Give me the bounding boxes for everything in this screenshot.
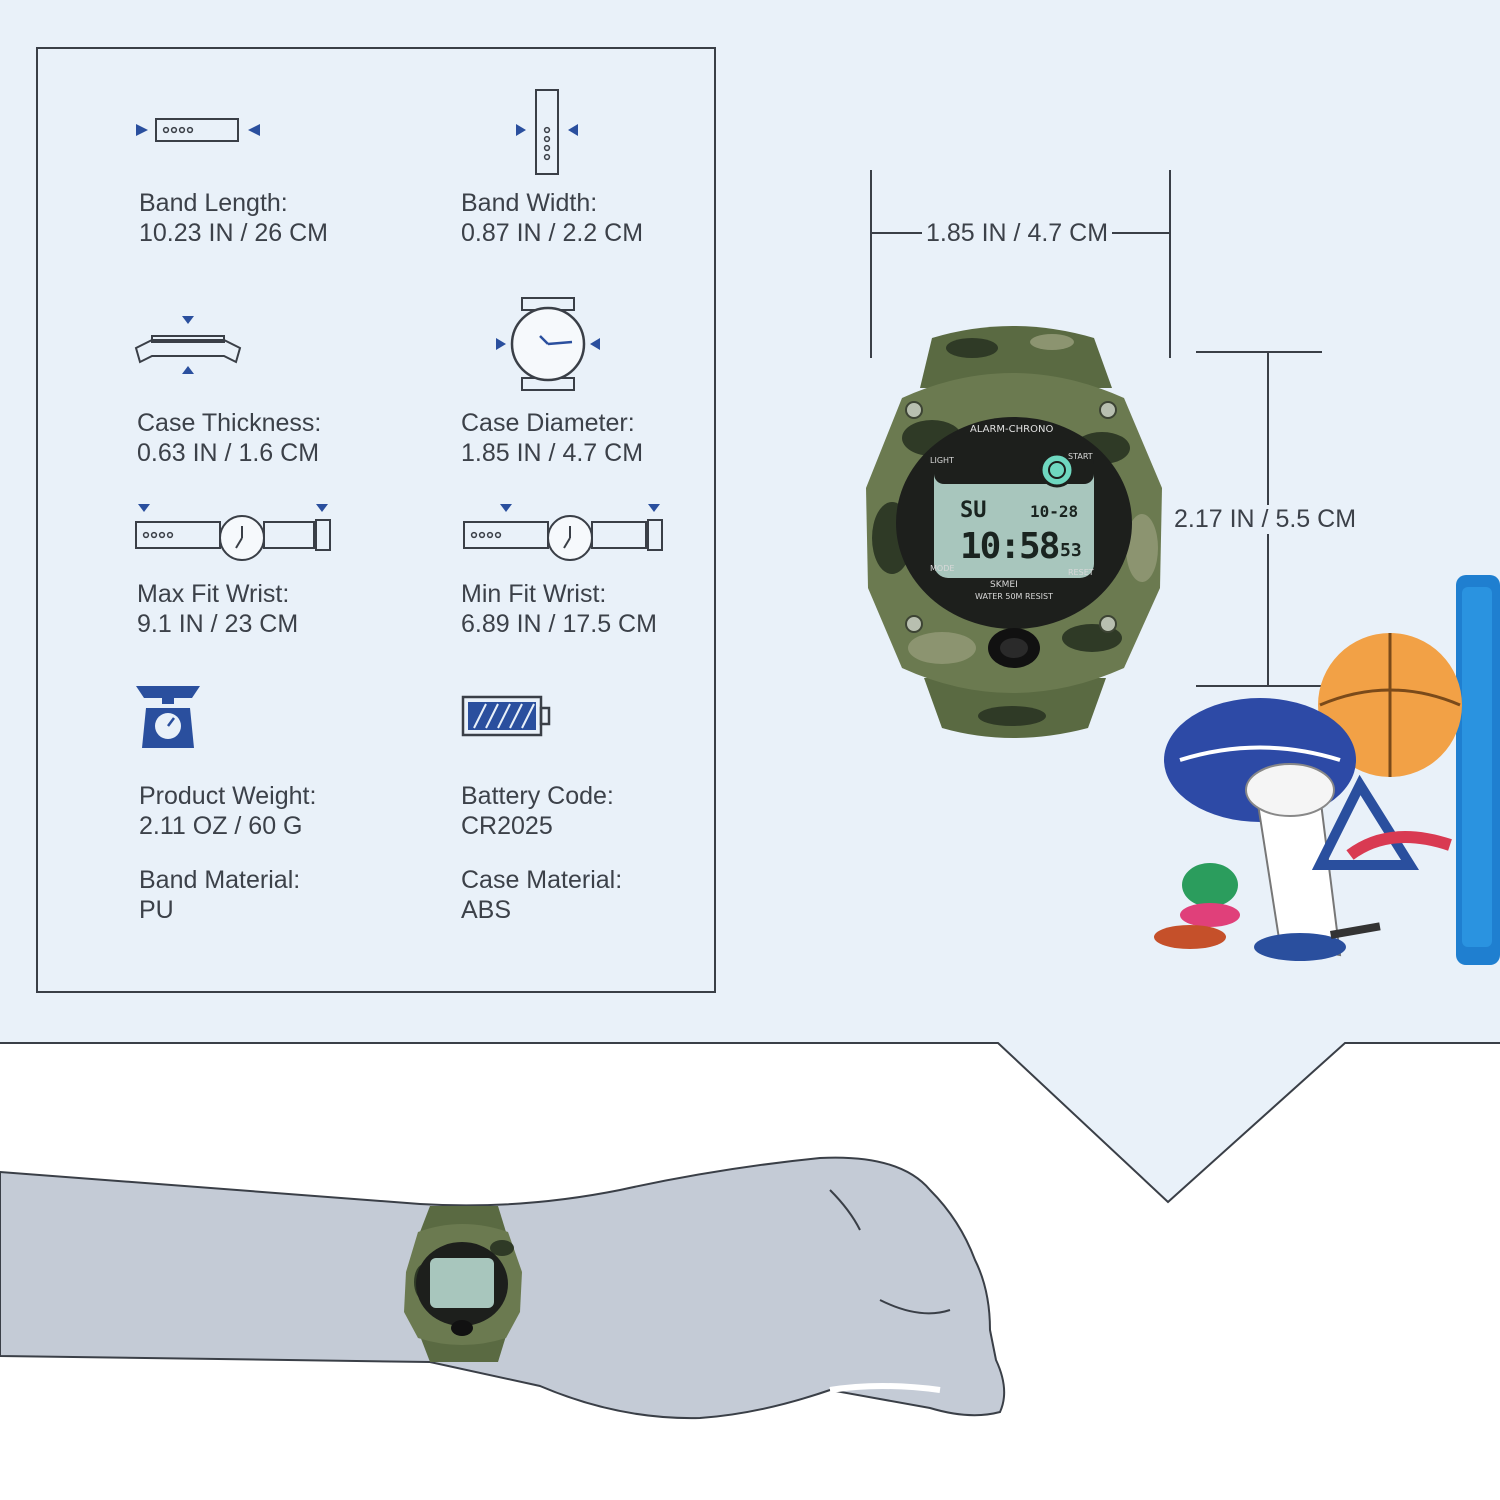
watch-day: SU <box>960 498 987 523</box>
spec-product-weight: Product Weight: 2.11 OZ / 60 G <box>139 781 316 841</box>
case-thickness-icon <box>134 316 242 374</box>
spec-case-thickness: Case Thickness: 0.63 IN / 1.6 CM <box>137 408 321 468</box>
watch-seconds: 53 <box>1060 540 1082 561</box>
band-length-icon <box>136 118 260 142</box>
watch-top-ring-text: ALARM-CHRONO <box>970 424 1054 435</box>
spec-table-frame <box>36 47 716 993</box>
spec-value: ABS <box>461 896 512 924</box>
spec-band-length: Band Length: 10.23 IN / 26 CM <box>139 188 328 248</box>
spec-value: 1.85 IN / 4.7 CM <box>461 439 644 467</box>
spec-label: Product Weight: <box>139 782 317 810</box>
spec-label: Band Width: <box>461 189 598 217</box>
spec-value: CR2025 <box>461 812 553 840</box>
spec-value: PU <box>139 896 174 924</box>
watch-button-reset-label: RESET <box>1068 568 1094 577</box>
battery-icon <box>461 695 551 737</box>
spec-case-diameter: Case Diameter: 1.85 IN / 4.7 CM <box>461 408 643 468</box>
band-width-icon <box>516 89 578 175</box>
spec-band-material: Band Material: PU <box>139 865 300 925</box>
spec-value: 9.1 IN / 23 CM <box>137 610 299 638</box>
spec-value: 0.63 IN / 1.6 CM <box>137 439 320 467</box>
spec-label: Band Length: <box>139 189 288 217</box>
spec-value: 6.89 IN / 17.5 CM <box>461 610 657 638</box>
spec-label: Band Material: <box>139 866 301 894</box>
watch-button-light-label: LIGHT <box>930 456 954 465</box>
spec-label: Max Fit Wrist: <box>137 580 290 608</box>
scale-icon <box>136 686 200 748</box>
spec-min-fit-wrist: Min Fit Wrist: 6.89 IN / 17.5 CM <box>461 579 657 639</box>
spec-battery-code: Battery Code: CR2025 <box>461 781 614 841</box>
spec-band-width: Band Width: 0.87 IN / 2.2 CM <box>461 188 643 248</box>
spec-label: Case Diameter: <box>461 409 635 437</box>
watch-water-resist-text: WATER 50M RESIST <box>975 592 1054 601</box>
watch-brand: SKMEI <box>990 580 1018 590</box>
max-fit-wrist-icon <box>135 504 331 561</box>
spec-case-material: Case Material: ABS <box>461 865 622 925</box>
spec-value: 10.23 IN / 26 CM <box>139 219 328 247</box>
spec-label: Case Material: <box>461 866 623 894</box>
spec-value: 2.11 OZ / 60 G <box>139 812 303 840</box>
sports-equipment-image <box>1154 575 1500 965</box>
case-diameter-icon <box>496 297 600 391</box>
watch-button-mode-label: MODE <box>930 564 955 573</box>
watch-on-wrist-image <box>404 1206 522 1362</box>
spec-max-fit-wrist: Max Fit Wrist: 9.1 IN / 23 CM <box>137 579 298 639</box>
spec-label: Battery Code: <box>461 782 614 810</box>
watch-product-image <box>866 326 1162 738</box>
spec-value: 0.87 IN / 2.2 CM <box>461 219 644 247</box>
min-fit-wrist-icon <box>463 504 663 561</box>
spec-label: Min Fit Wrist: <box>461 580 607 608</box>
height-dimension-label: 2.17 IN / 5.5 CM <box>1170 505 1361 534</box>
width-dimension-label: 1.85 IN / 4.7 CM <box>922 219 1113 248</box>
watch-button-start-label: START <box>1068 452 1093 461</box>
watch-time: 10:58 <box>960 526 1060 567</box>
watch-date: 10-28 <box>1030 502 1079 521</box>
spec-label: Case Thickness: <box>137 409 322 437</box>
